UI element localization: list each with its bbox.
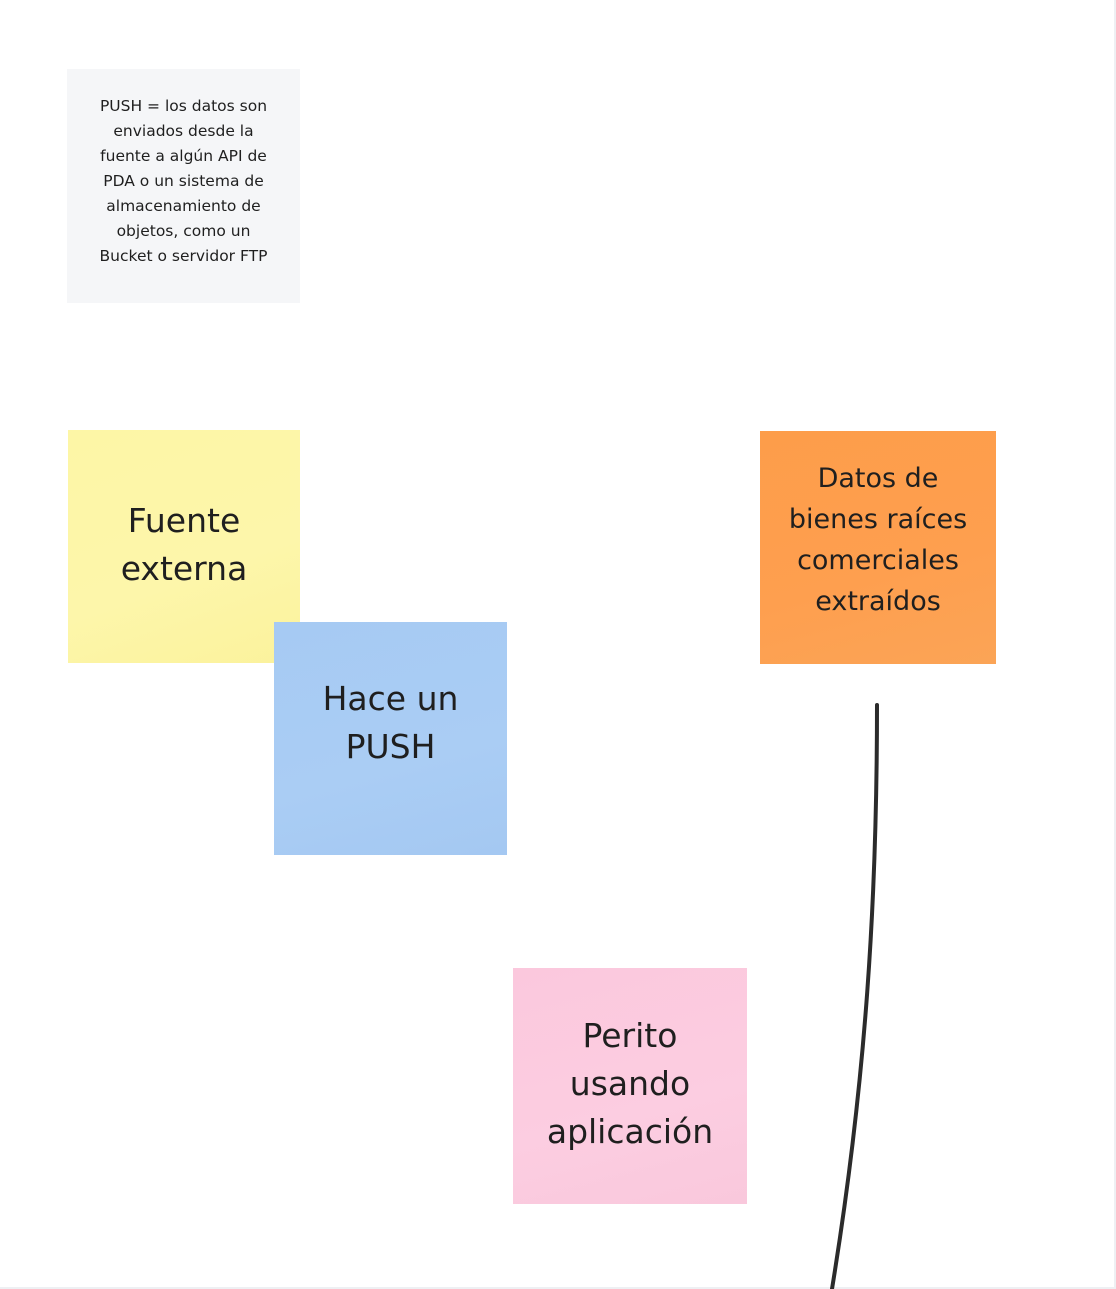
sticky-note-datos-bienes-raices-text: Datos de bienes raíces comerciales extra…	[788, 462, 968, 617]
canvas-bottom-edge	[0, 1287, 1116, 1289]
connector-line[interactable]	[830, 703, 879, 1289]
sticky-note-push-definition-text: PUSH = los datos son enviados desde la f…	[99, 96, 268, 265]
canvas-right-edge	[1114, 0, 1116, 1289]
sticky-note-push-definition[interactable]: PUSH = los datos son enviados desde la f…	[67, 69, 300, 315]
sticky-note-perito-usando-aplicacion-text: Perito usando aplicación	[546, 1016, 714, 1151]
sticky-note-perito-usando-aplicacion[interactable]: Perito usando aplicación	[513, 968, 747, 1216]
sticky-note-hace-un-push[interactable]: Hace un PUSH	[274, 622, 507, 867]
sticky-note-datos-bienes-raices[interactable]: Datos de bienes raíces comerciales extra…	[760, 431, 996, 676]
sticky-note-fuente-externa[interactable]: Fuente externa	[68, 430, 300, 675]
sticky-note-fuente-externa-text: Fuente externa	[120, 500, 248, 588]
sticky-note-hace-un-push-text: Hace un PUSH	[322, 678, 459, 766]
